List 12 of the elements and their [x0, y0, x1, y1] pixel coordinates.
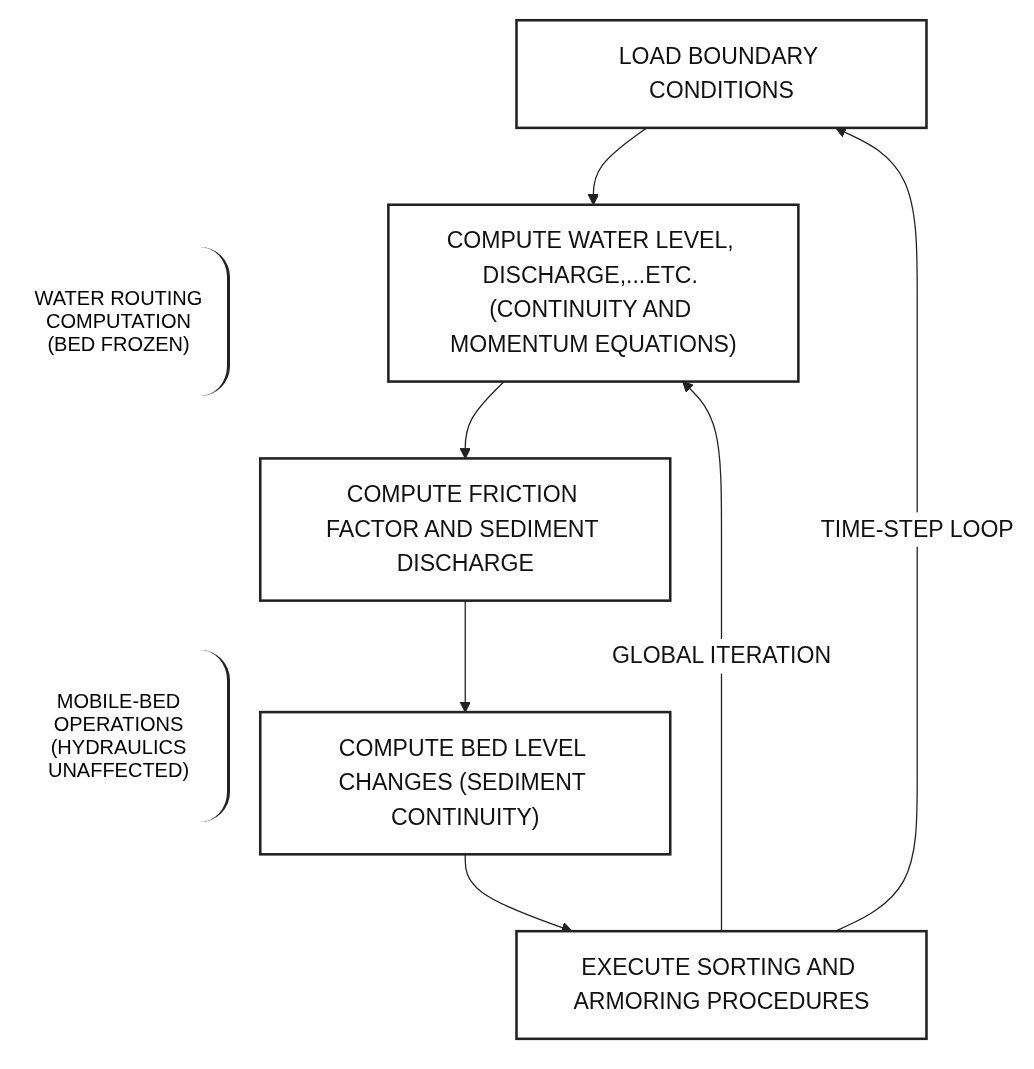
- arrow: [835, 127, 918, 932]
- node-box: COMPUTE BED LEVEL CHANGES (SEDIMENT CONTINUITY): [258, 710, 672, 856]
- node-box: EXECUTE SORTING AND ARMORING PROCEDURES: [515, 929, 928, 1041]
- arrow: [459, 600, 471, 713]
- node-box: COMPUTE WATER LEVEL, DISCHARGE,...ETC. (CONTINUITY AND MOMENTUM EQUATIONS): [387, 203, 800, 383]
- bracket-label: MOBILE-BED OPERATIONS (HYDRAULICS UNAFFECTED): [10, 650, 230, 822]
- edge-label: TIME-STEP LOOP: [820, 516, 1014, 542]
- arrow: [682, 381, 723, 932]
- edge-label: GLOBAL ITERATION: [611, 642, 832, 669]
- node-box: LOAD BOUNDARY CONDITIONS: [515, 18, 928, 130]
- bracket-label: WATER ROUTING COMPUTATION (BED FROZEN): [10, 247, 230, 396]
- node-box: COMPUTE FRICTION FACTOR AND SEDIMENT DISCHARGE: [258, 457, 672, 602]
